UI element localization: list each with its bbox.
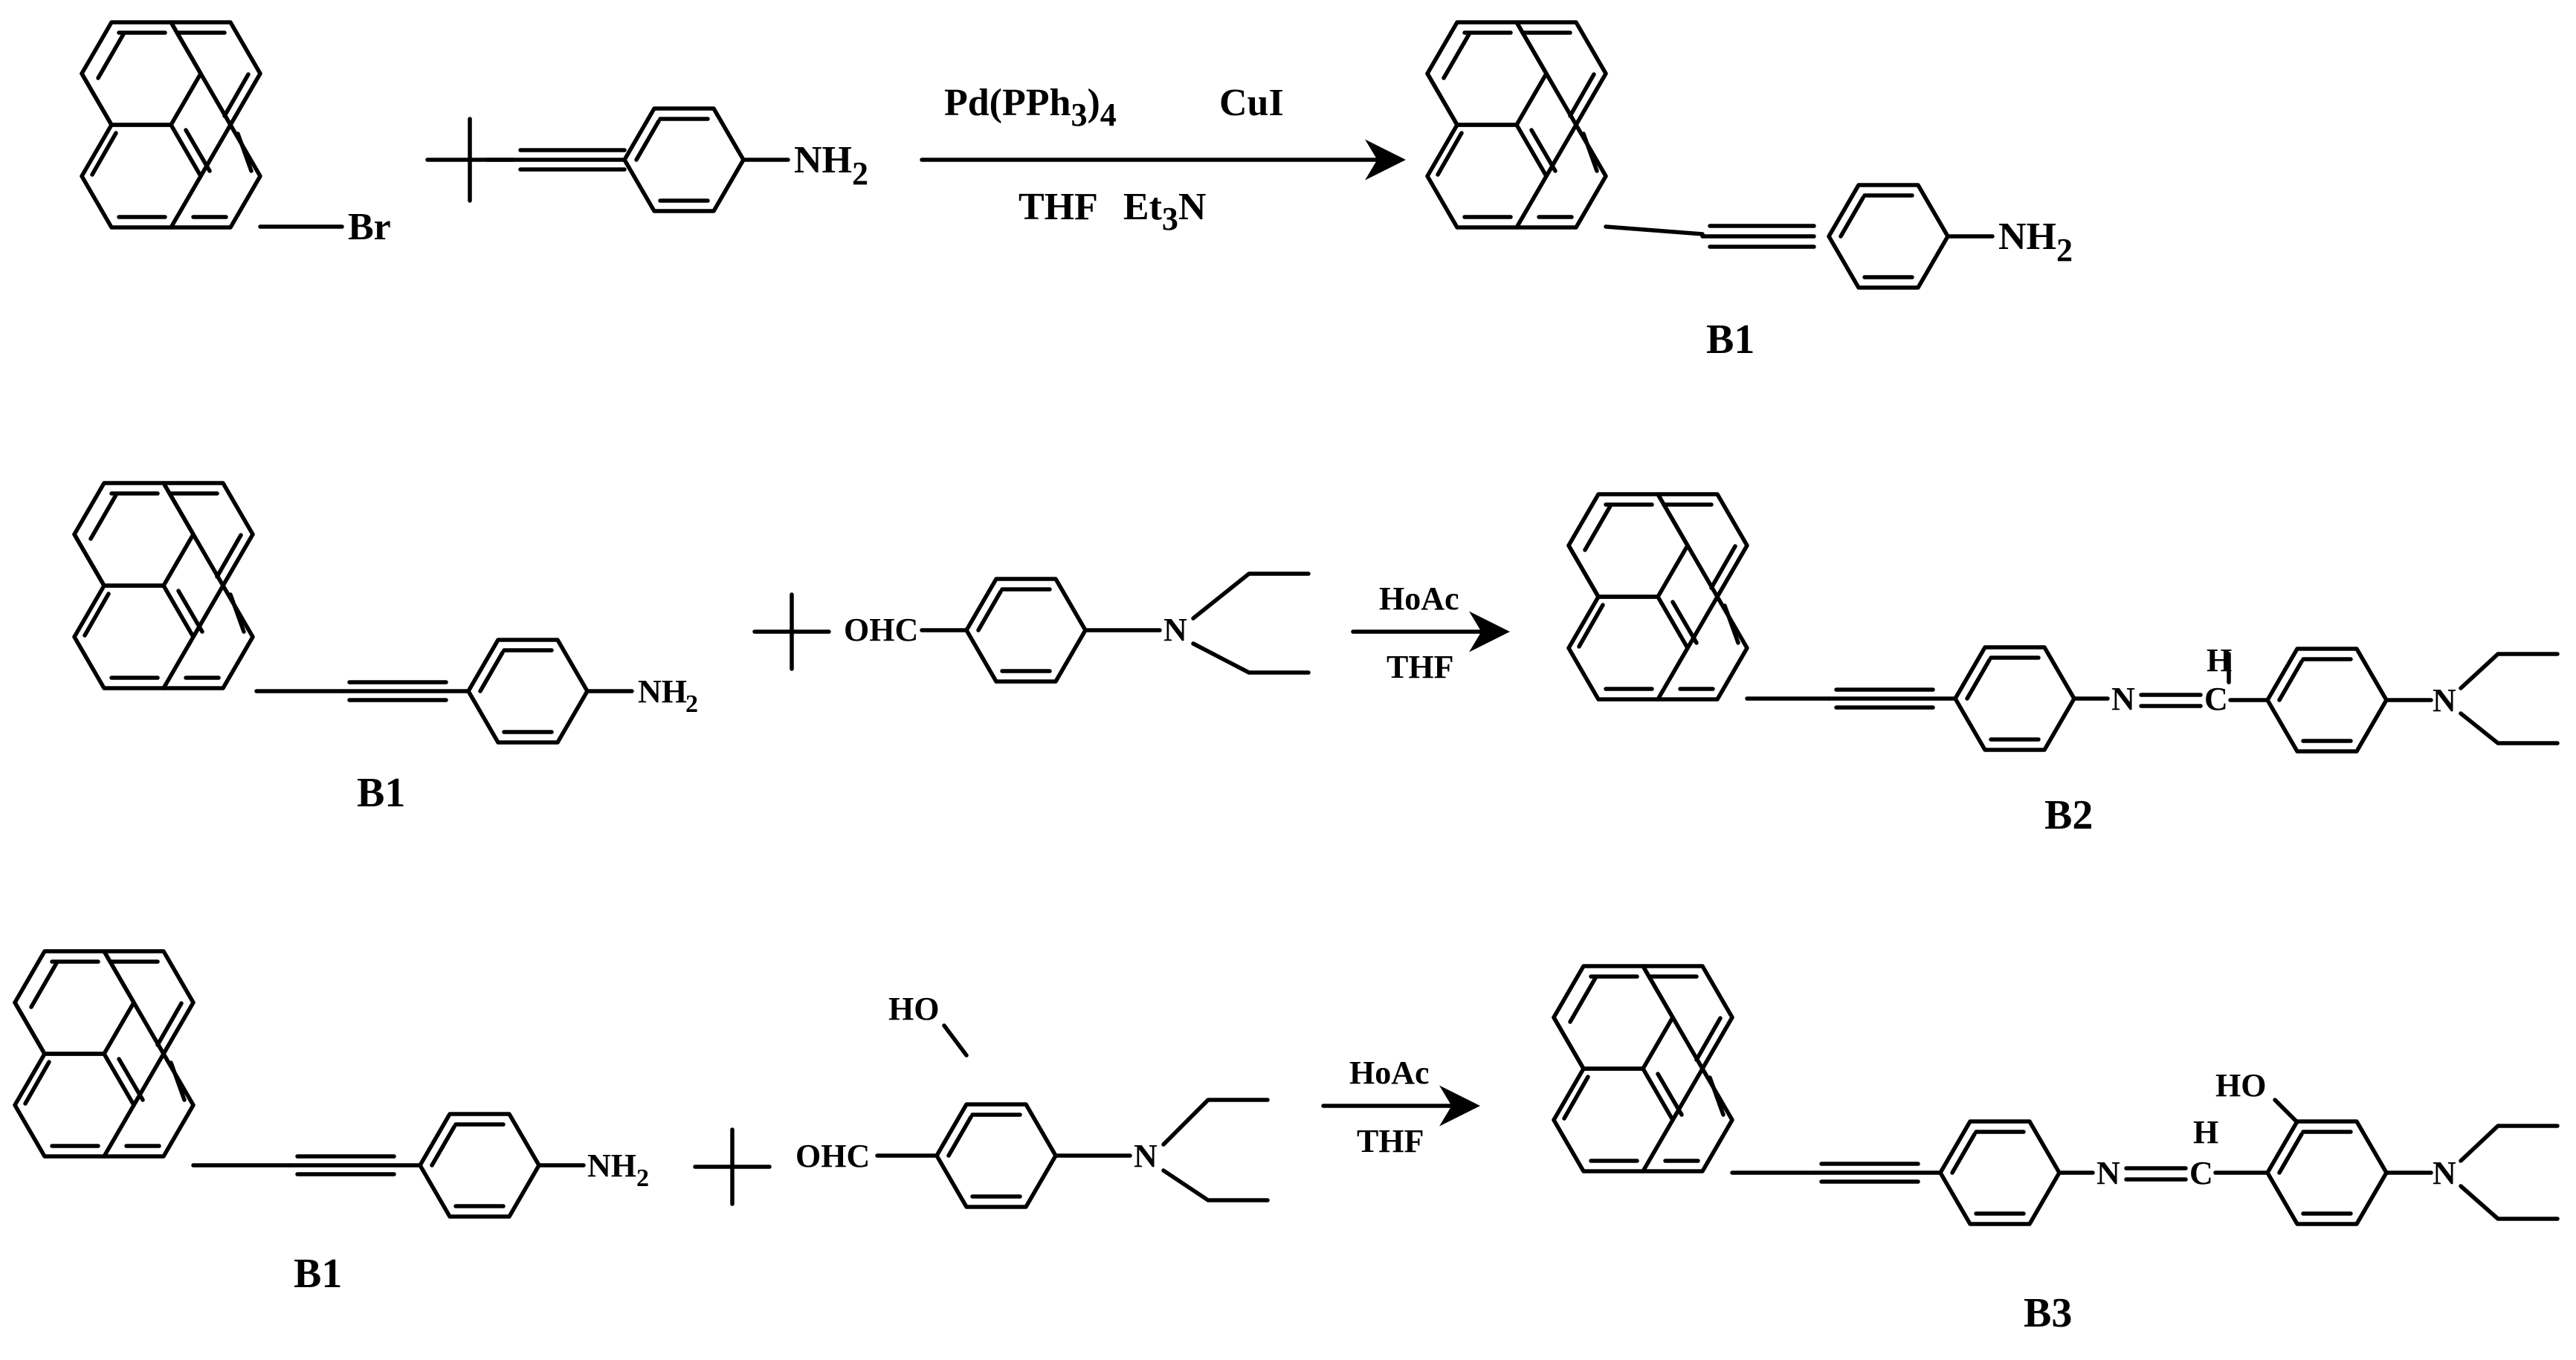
reactant-amine-label-3: NH (587, 1147, 636, 1184)
bromopyrene-structure: Br (82, 22, 391, 248)
reactant-amine-subscript-2: 2 (685, 690, 698, 718)
product-label-b3: B3 (2024, 1290, 2072, 1336)
imine-c-label-3: C (2189, 1155, 2213, 1191)
catalyst-text: Pd(PPh3)4 (944, 82, 1117, 133)
aldehyde-label-3: OHC (795, 1138, 870, 1174)
product-b1-structure: NH 2 (1427, 22, 2073, 288)
reactant-label-b1-2: B1 (357, 770, 405, 816)
plus-sign-2 (752, 592, 831, 671)
imine-n-label-3: N (2096, 1155, 2120, 1191)
aldehyde-oh-label-3: HO (888, 991, 939, 1027)
amine-subscript: 2 (852, 155, 868, 192)
product-b2-structure: N H C N (1569, 494, 2560, 751)
product-amine-label: NH (1998, 216, 2056, 258)
imine-h-label-3: H (2193, 1114, 2218, 1150)
arrow-3: HoAc THF (1321, 1055, 1480, 1159)
ethynylaniline-structure: NH 2 (485, 109, 868, 211)
condition-bottom-3: THF (1357, 1123, 1424, 1159)
imine-c-label-2: C (2204, 681, 2228, 717)
product-label-b1: B1 (1706, 317, 1755, 363)
condition-top-3: HoAc (1349, 1055, 1430, 1091)
aldehyde-label-2: OHC (844, 612, 918, 648)
amine-n-label-2: N (2433, 682, 2456, 719)
cui-text: CuI (1219, 82, 1284, 124)
row2-reaction: NH 2 B1 OHC N HoAc THF (74, 483, 2560, 838)
bromo-label: Br (348, 206, 391, 248)
reactant-amine-subscript-3: 2 (636, 1165, 649, 1192)
hydroxybenzaldehyde-structure: HO OHC N (795, 991, 1270, 1207)
diethylaminobenzaldehyde-structure: OHC N (844, 571, 1311, 681)
imine-n-label-2: N (2111, 681, 2135, 717)
product-amine-subscript: 2 (2056, 232, 2073, 268)
reactant-b1-structure-2: NH 2 (74, 483, 698, 742)
product-b3-structure: N H C HO N (1554, 966, 2560, 1224)
plus-sign-3 (693, 1127, 772, 1206)
amine-label: NH (794, 139, 852, 181)
aldehyde-n-label-2: N (1163, 612, 1187, 648)
reactant-amine-label-2: NH (638, 673, 687, 710)
condition-top-2: HoAc (1379, 580, 1459, 617)
condition-bottom-2: THF (1387, 649, 1453, 685)
reactant-label-b1-3: B1 (294, 1251, 342, 1297)
amine-n-label-3: N (2433, 1155, 2456, 1191)
product-oh-label-3: HO (2215, 1067, 2266, 1104)
arrow-2: HoAc THF (1351, 580, 1510, 685)
aldehyde-n-label-3: N (1134, 1138, 1158, 1174)
reactant-b1-structure-3: NH 2 (15, 951, 649, 1217)
product-label-b2: B2 (2044, 792, 2093, 838)
row3-reaction: NH 2 B1 HO OHC N HoAc THF (15, 951, 2560, 1336)
